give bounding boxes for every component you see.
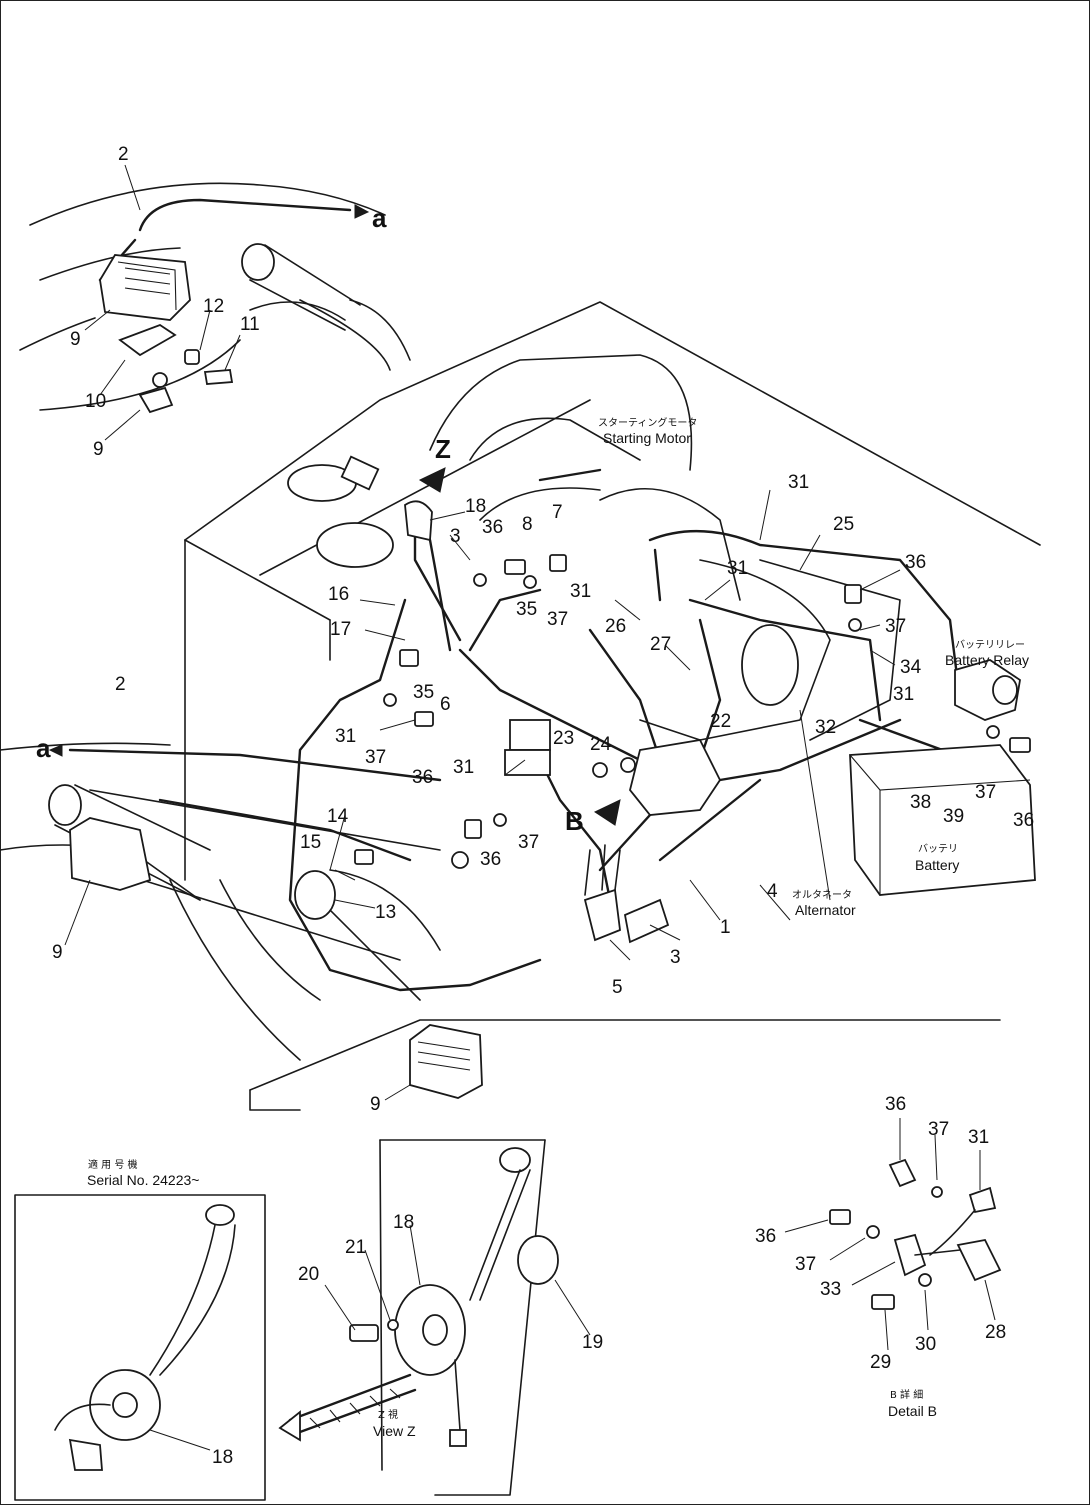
- callout-35: 35: [413, 682, 434, 703]
- callout-9: 9: [93, 439, 104, 460]
- detail-b-marker: B: [565, 806, 584, 836]
- callout-30: 30: [915, 1334, 936, 1355]
- callout-2: 2: [118, 144, 129, 165]
- callout-9: 9: [370, 1094, 381, 1115]
- callout-38: 38: [910, 792, 931, 813]
- callout-31: 31: [968, 1127, 989, 1148]
- regulator-spare-drawing: [409, 1024, 483, 1099]
- callout-31: 31: [788, 472, 809, 493]
- callout-36: 36: [1013, 810, 1034, 831]
- callout-37: 37: [885, 616, 906, 637]
- callout-31: 31: [570, 581, 591, 602]
- detail-b-label: Detail B: [888, 1403, 937, 1419]
- callout-37: 37: [795, 1254, 816, 1275]
- connection-a-marker-top: a: [372, 203, 387, 233]
- battery-jp-label: バッテリ: [918, 843, 958, 855]
- alternator-jp-label: オルタネータ: [792, 889, 852, 901]
- callout-34: 34: [900, 657, 922, 678]
- callout-3: 3: [450, 526, 461, 547]
- detail-b-jp-label: B 詳 細: [890, 1388, 923, 1401]
- callout-31: 31: [453, 757, 474, 778]
- battery-relay-label: Battery Relay: [945, 652, 1029, 668]
- callout-6: 6: [440, 694, 451, 715]
- callout-31: 31: [893, 684, 914, 705]
- callout-36: 36: [480, 849, 501, 870]
- battery-label: Battery: [915, 857, 959, 873]
- view-z-marker: Z: [435, 434, 451, 464]
- callout-29: 29: [870, 1352, 891, 1373]
- callout-17: 17: [330, 619, 351, 640]
- callout-39: 39: [943, 806, 964, 827]
- callout-18: 18: [393, 1212, 414, 1233]
- callout-9: 9: [52, 942, 63, 963]
- callout-27: 27: [650, 634, 671, 655]
- callout-28: 28: [985, 1322, 1006, 1343]
- callout-18: 18: [212, 1447, 233, 1468]
- callout-13: 13: [375, 902, 396, 923]
- callout-33: 33: [820, 1279, 841, 1300]
- view-z-jp-label: Z 視: [378, 1408, 398, 1421]
- callout-14: 14: [327, 806, 349, 827]
- callout-36: 36: [885, 1094, 906, 1115]
- engine-body-drawing: [0, 301, 1041, 1111]
- serial-inset: [14, 1194, 266, 1501]
- callout-3: 3: [670, 947, 681, 968]
- callout-2: 2: [115, 674, 126, 695]
- callout-31: 31: [727, 558, 748, 579]
- callout-20: 20: [298, 1264, 319, 1285]
- callout-18: 18: [465, 496, 486, 517]
- callout-37: 37: [365, 747, 386, 768]
- callout-19: 19: [582, 1332, 603, 1353]
- callout-24: 24: [590, 734, 612, 755]
- callout-36: 36: [905, 552, 926, 573]
- view-z-label: View Z: [373, 1423, 416, 1439]
- connection-a-marker-mid: a: [36, 733, 51, 763]
- callout-35: 35: [516, 599, 537, 620]
- text-labels: スターティングモータ Starting Motor バッテリリレー Batter…: [36, 203, 1029, 1439]
- callout-10: 10: [85, 391, 106, 412]
- serial-label: Serial No. 24223~: [87, 1172, 199, 1188]
- detail-b-inset: [829, 1158, 1002, 1310]
- callout-23: 23: [553, 728, 574, 749]
- callout-15: 15: [300, 832, 321, 853]
- leader-lines: [64, 164, 996, 1451]
- callout-5: 5: [612, 977, 623, 998]
- callout-8: 8: [522, 514, 533, 535]
- battery-relay-jp-label: バッテリリレー: [955, 639, 1025, 651]
- starting-motor-jp-label: スターティングモータ: [598, 416, 697, 429]
- callout-31: 31: [335, 726, 356, 747]
- view-z-inset: [278, 1139, 559, 1496]
- callout-32: 32: [815, 717, 836, 738]
- serial-jp-label: 適 用 号 機: [88, 1158, 138, 1171]
- callout-16: 16: [328, 584, 349, 605]
- starting-motor-label: Starting Motor: [603, 430, 691, 446]
- callout-7: 7: [552, 502, 563, 523]
- callout-37: 37: [975, 782, 996, 803]
- callout-1: 1: [720, 917, 731, 938]
- callout-21: 21: [345, 1237, 366, 1258]
- part-callouts: 2 9 10 9 12 11 18 3 36 8 7 31 25 31 36 1…: [52, 144, 1034, 1468]
- callout-37: 37: [518, 832, 539, 853]
- callout-25: 25: [833, 514, 854, 535]
- regulator-assembly-drawing: [19, 182, 411, 414]
- callout-37: 37: [928, 1119, 949, 1140]
- callout-11: 11: [240, 314, 260, 335]
- callout-36: 36: [755, 1226, 776, 1247]
- callout-22: 22: [710, 711, 731, 732]
- callout-26: 26: [605, 616, 626, 637]
- callout-4: 4: [767, 881, 778, 902]
- callout-37: 37: [547, 609, 568, 630]
- callout-36: 36: [482, 517, 503, 538]
- callout-9: 9: [70, 329, 81, 350]
- alternator-label: Alternator: [795, 902, 856, 918]
- callout-12: 12: [203, 296, 224, 317]
- wiring-harness: [48, 467, 1036, 992]
- callout-36: 36: [412, 767, 433, 788]
